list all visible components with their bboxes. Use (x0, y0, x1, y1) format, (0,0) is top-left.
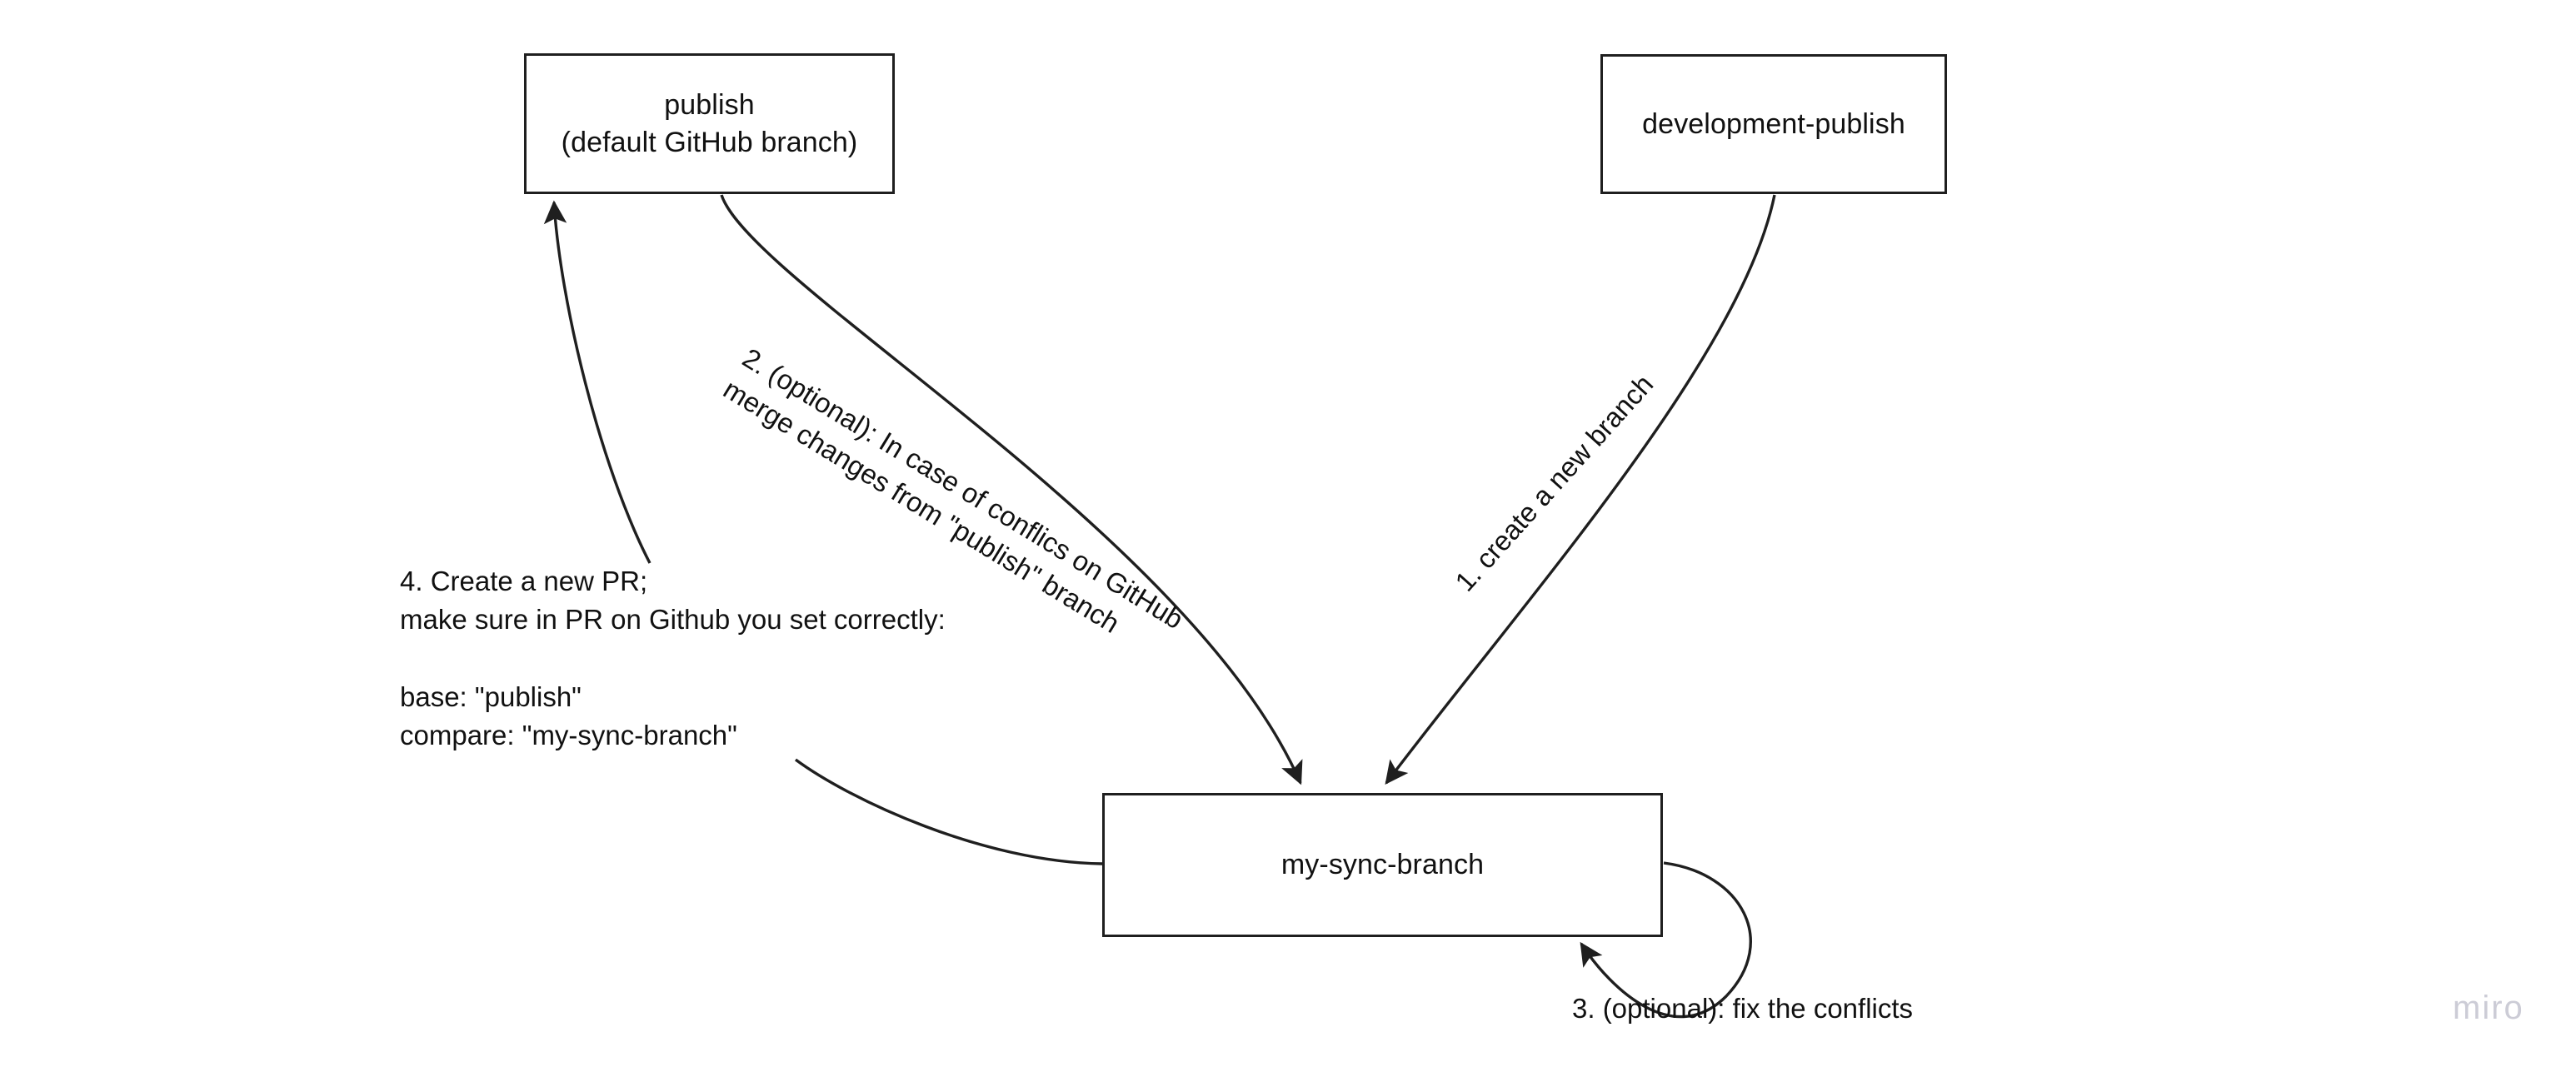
edge-label-fix-conflicts[interactable]: 3. (optional): fix the conflicts (1572, 993, 1914, 1024)
node-publish-label: publish (default GitHub branch) (561, 89, 858, 158)
node-my-sync-branch-label: my-sync-branch (1281, 849, 1485, 881)
connector-create-pr-arrow (543, 200, 651, 564)
node-publish[interactable]: publish (default GitHub branch) (524, 53, 895, 194)
connector-merge-changes (720, 194, 1303, 785)
node-development-publish[interactable]: development-publish (1600, 54, 1947, 194)
node-my-sync-branch[interactable]: my-sync-branch (1102, 793, 1663, 937)
miro-watermark: miro (2453, 990, 2524, 1026)
node-development-publish-label: development-publish (1642, 107, 1905, 140)
edge-label-create-pr[interactable]: 4. Create a new PR; make sure in PR on G… (400, 566, 946, 750)
connector-create-pr (794, 758, 1103, 865)
connector-fix-conflicts (1580, 861, 1752, 1019)
connector-create-branch (1385, 194, 1776, 785)
